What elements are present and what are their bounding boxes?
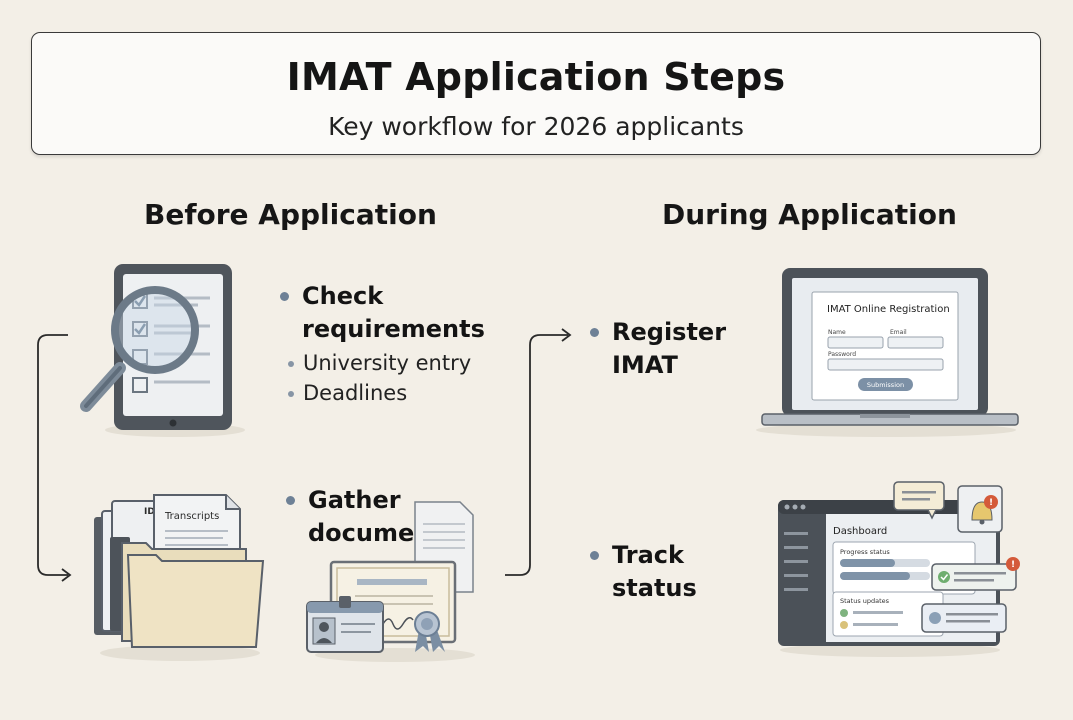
documents-folder-icon: ID Transcripts	[94, 494, 265, 661]
step-track-line2: status	[612, 574, 697, 602]
transcripts-label: Transcripts	[164, 511, 219, 522]
step-register-line2: IMAT	[612, 351, 678, 379]
step-check-line1: Check	[302, 282, 384, 310]
page-subtitle: Key workflow for 2026 applicants	[328, 112, 744, 141]
form-email-label: Email	[890, 329, 907, 336]
bullet-dot	[280, 292, 289, 301]
laptop-registration-icon: IMAT Online Registration Name Email Pass…	[756, 268, 1019, 437]
step-gather-line1: Gather	[308, 486, 401, 514]
status-updates-label: Status updates	[840, 597, 890, 605]
progress-bar-fill	[840, 559, 895, 567]
checklist-tablet-icon	[80, 264, 245, 437]
status-alert-mark: !	[1011, 560, 1015, 570]
sub-item-deadlines: Deadlines	[288, 378, 407, 408]
arrow-check-to-gather	[37, 334, 68, 576]
step-track-line1: Track	[612, 541, 684, 569]
step-check-requirements: Check requirements	[280, 280, 485, 346]
id-label: ID	[144, 507, 155, 517]
form-name-label: Name	[828, 329, 846, 336]
section-title-before: Before Application	[144, 198, 437, 231]
bullet-dot	[286, 496, 295, 505]
section-title-during: During Application	[662, 198, 957, 231]
certificate-id-card-icon	[306, 501, 475, 662]
step-track-status: Track status	[590, 539, 697, 605]
progress-bar-fill	[840, 572, 910, 580]
arrow-head-gather	[61, 568, 72, 582]
step-register-imat: Register IMAT	[590, 316, 727, 382]
title-box: IMAT Application Steps Key workflow for …	[31, 32, 1041, 155]
page-title: IMAT Application Steps	[286, 55, 786, 99]
step-register-line1: Register	[612, 318, 727, 346]
arrow-head-register	[561, 328, 572, 342]
step-check-line2: requirements	[302, 315, 485, 343]
form-title: IMAT Online Registration	[827, 304, 950, 315]
bell-alert-mark: !	[989, 498, 993, 508]
bullet-dot	[590, 551, 599, 560]
sub-item-university-entry: University entry	[288, 348, 471, 378]
bullet-dot	[590, 328, 599, 337]
arrow-gather-to-register	[505, 334, 568, 576]
dashboard-title: Dashboard	[833, 526, 887, 537]
form-submit-label: Submission	[867, 381, 904, 389]
dashboard-window-icon: Dashboard Progress status Status updates…	[778, 481, 1020, 657]
sub-bullet-dot	[288, 361, 294, 367]
sub-bullet-dot	[288, 391, 294, 397]
progress-status-label: Progress status	[840, 548, 890, 556]
form-password-label: Password	[828, 351, 856, 358]
